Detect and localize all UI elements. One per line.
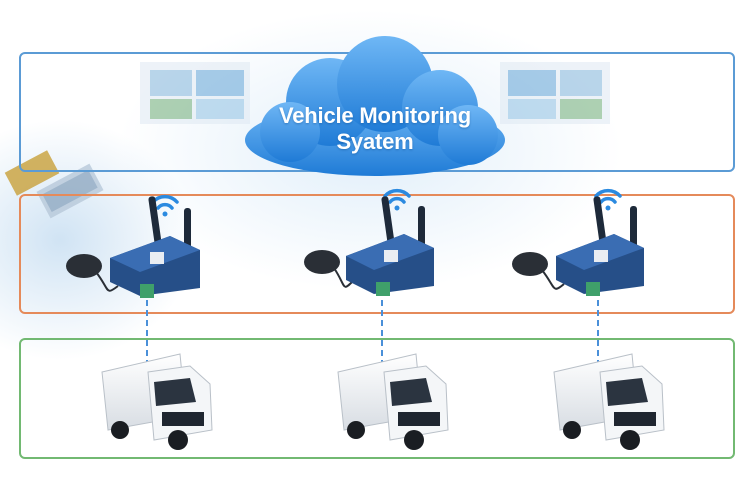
terminal-block: [140, 284, 154, 298]
truck-icon: [102, 354, 212, 450]
cloud-title: Vehicle Monitoring Syatem: [255, 103, 495, 155]
cloud-title-line-1: Vehicle Monitoring: [255, 103, 495, 129]
terminal-block: [376, 282, 390, 296]
router-2: [304, 191, 434, 296]
truck-icon: [338, 354, 448, 450]
cloud-title-line-2: Syatem: [255, 129, 495, 155]
antenna-left: [148, 196, 162, 246]
truck-icon: [554, 354, 664, 450]
terminal-block: [586, 282, 600, 296]
router-3: [512, 191, 644, 296]
router-1: [66, 196, 200, 298]
